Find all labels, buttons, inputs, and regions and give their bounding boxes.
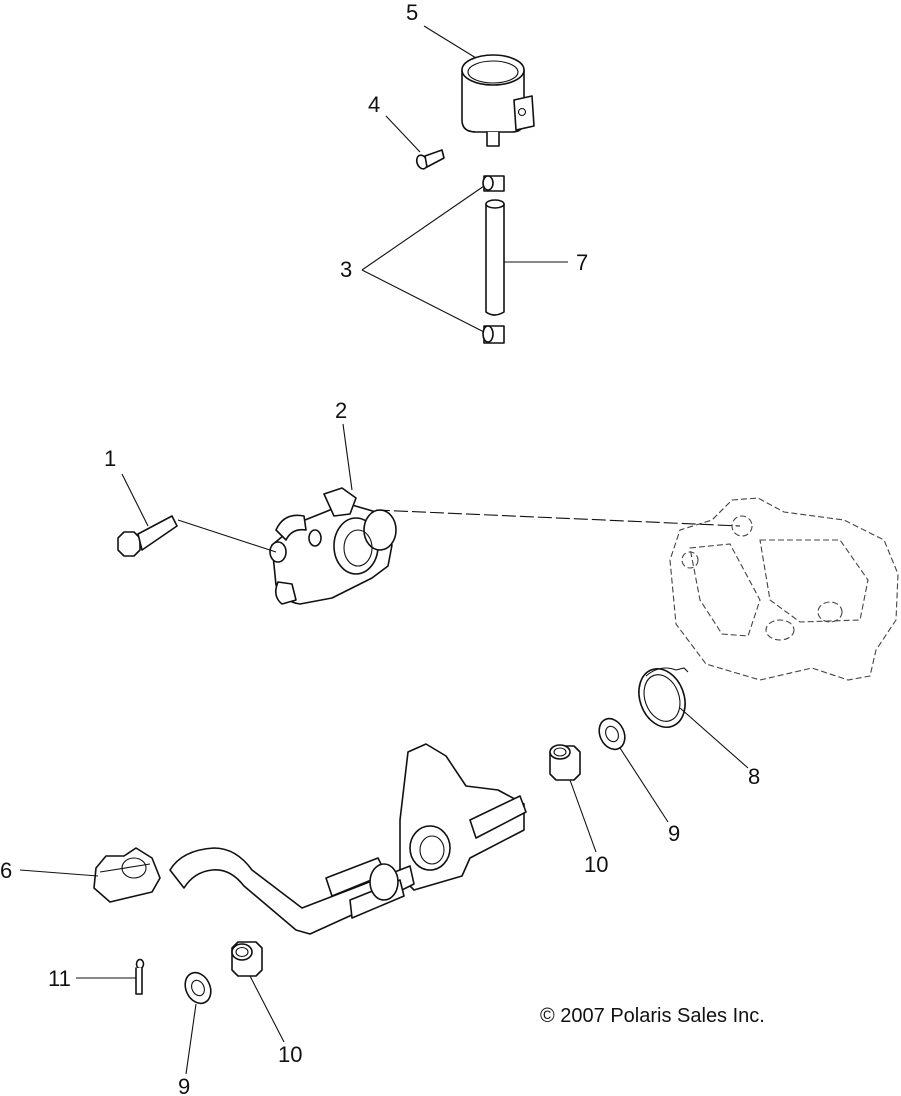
- callout-2: 2: [335, 398, 347, 423]
- leader-8: [679, 707, 749, 769]
- bushing-left-part: [231, 941, 263, 977]
- washer-right-part: [598, 717, 626, 751]
- frame-bracket-ghost: [669, 497, 899, 681]
- callout-9-left: 9: [178, 1074, 190, 1096]
- screw-part: [415, 149, 445, 170]
- copyright-notice: © 2007 Polaris Sales Inc.: [540, 1005, 765, 1027]
- hose-clamp-top-part: [482, 175, 505, 192]
- leader-6: [19, 869, 99, 877]
- callout-11: 11: [48, 966, 71, 991]
- reservoir-part: [461, 54, 535, 147]
- callout-8: 8: [748, 764, 760, 789]
- callout-10-right: 10: [584, 852, 608, 877]
- leader-10b: [249, 975, 285, 1043]
- cotter-pin-part: [135, 958, 145, 995]
- callout-1: 1: [104, 446, 116, 471]
- leader-lines: [19, 25, 749, 1075]
- leader-9b: [185, 1003, 197, 1075]
- hose-clamp-bottom-part: [482, 325, 505, 344]
- leader-3b: [361, 269, 485, 333]
- leader-1b: [177, 519, 277, 553]
- bushing-right-part: [549, 744, 581, 781]
- callout-9-right: 9: [668, 821, 680, 846]
- spring-part: [638, 667, 689, 728]
- bolt-part: [117, 515, 178, 557]
- leader-3a: [361, 185, 485, 271]
- washer-left-part: [184, 971, 212, 1005]
- master-cylinder-part: [269, 487, 397, 605]
- callout-4: 4: [368, 92, 380, 117]
- brake-pedal-part: [93, 743, 527, 935]
- callout-6: 6: [0, 858, 12, 883]
- hose-part: [485, 199, 505, 316]
- leader-5: [423, 25, 477, 59]
- leader-4: [385, 115, 421, 153]
- leader-1: [121, 473, 149, 527]
- callout-labels: 5 4 3 7 2 1 8 9 10 6 11 10 9: [0, 0, 760, 1096]
- leader-2: [342, 423, 353, 491]
- leader-9a: [619, 747, 669, 823]
- callout-7: 7: [576, 250, 588, 275]
- callout-5: 5: [406, 0, 418, 25]
- leader-10a: [569, 779, 597, 853]
- callout-10-left: 10: [278, 1042, 302, 1067]
- callout-3: 3: [340, 257, 352, 282]
- leader-2b: [375, 509, 741, 527]
